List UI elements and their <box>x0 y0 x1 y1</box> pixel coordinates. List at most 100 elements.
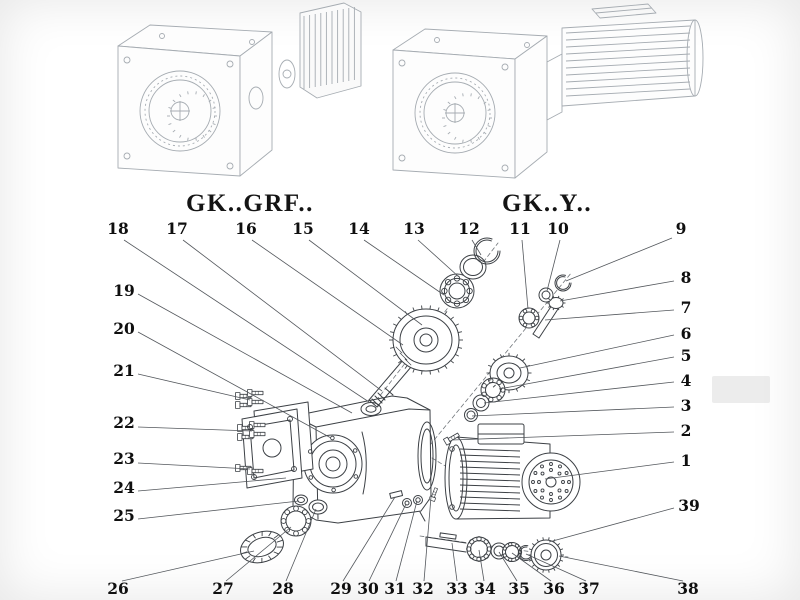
leader-line-32 <box>423 496 432 582</box>
input-gear <box>392 308 460 372</box>
leader-line-19 <box>137 293 353 414</box>
leader-line-17 <box>182 239 383 392</box>
leader-line-35 <box>498 551 518 582</box>
bearing-balls <box>502 542 523 562</box>
leader-line-30 <box>368 503 407 582</box>
callout-37: 37 <box>578 579 600 598</box>
leader-line-20 <box>137 331 332 439</box>
callout-33: 33 <box>446 579 468 598</box>
boss-bolt-holes <box>307 435 359 493</box>
callout-7: 7 <box>681 298 692 317</box>
leader-line-12 <box>471 239 482 256</box>
leader-line-13 <box>417 239 460 278</box>
callout-8: 8 <box>681 268 692 287</box>
leader-line-10 <box>546 239 561 292</box>
lower-bearing-set <box>240 494 328 564</box>
leader-line-4 <box>483 381 675 404</box>
assembled-drawing-y <box>392 3 704 179</box>
leader-line-24 <box>137 477 287 492</box>
input-bearing <box>439 273 475 309</box>
callout-20: 20 <box>113 319 135 338</box>
callout-19: 19 <box>113 281 135 300</box>
callout-12: 12 <box>458 219 480 238</box>
gear-teeth-grf <box>167 91 217 141</box>
bolt-holes-grf <box>123 33 255 170</box>
leader-line-27 <box>225 526 292 582</box>
callout-35: 35 <box>508 579 530 598</box>
callout-24: 24 <box>113 478 135 497</box>
leader-line-14 <box>363 239 445 296</box>
exploded-view <box>235 237 581 571</box>
leader-line-5 <box>498 356 675 390</box>
leader-line-29 <box>342 496 396 582</box>
leader-line-6 <box>519 334 675 369</box>
callout-numbers: 1234567891011121314151617181920212223242… <box>107 219 700 598</box>
assembled-drawing-grf <box>117 2 362 177</box>
bevel-gear-set <box>464 355 529 422</box>
leader-line-15 <box>308 239 423 326</box>
callout-3: 3 <box>681 396 692 415</box>
leader-line-36 <box>511 552 552 582</box>
gear-housing <box>292 395 437 524</box>
callout-6: 6 <box>681 324 692 343</box>
roller-ring-rollers <box>240 531 284 563</box>
callout-21: 21 <box>113 361 135 380</box>
fan-cover <box>521 452 581 512</box>
leader-line-21 <box>137 373 251 401</box>
edge-artifact <box>712 376 770 403</box>
leader-line-3 <box>471 406 675 417</box>
detail-decorations <box>123 7 691 573</box>
leader-line-16 <box>251 239 404 346</box>
callout-11: 11 <box>509 219 531 238</box>
callout-13: 13 <box>403 219 425 238</box>
flange-holes <box>247 416 455 510</box>
output-gear-teeth <box>528 537 564 573</box>
callout-14: 14 <box>348 219 370 238</box>
axis-motor <box>431 457 453 471</box>
variant-label-gk-grf: GK..GRF.. <box>186 190 314 217</box>
motor-fins-drawing <box>565 25 691 97</box>
bearing-balls <box>518 308 540 328</box>
callout-4: 4 <box>681 371 692 390</box>
callout-9: 9 <box>676 219 687 238</box>
callout-36: 36 <box>543 579 565 598</box>
callout-38: 38 <box>677 579 699 598</box>
cover-plates <box>241 401 314 489</box>
leader-line-38 <box>558 555 684 582</box>
callout-2: 2 <box>681 421 692 440</box>
callout-23: 23 <box>113 449 135 468</box>
terminal-box <box>591 3 657 19</box>
leader-line-1 <box>544 461 675 480</box>
callout-26: 26 <box>107 579 129 598</box>
fan-cover-holes <box>537 468 565 496</box>
fan-cover-holes <box>531 462 571 502</box>
leader-line-18 <box>123 239 370 403</box>
variant-label-gk-y: GK..Y.. <box>502 190 593 217</box>
leader-lines <box>121 237 684 582</box>
callout-31: 31 <box>384 579 406 598</box>
bolt-holes-y <box>398 37 530 172</box>
callout-18: 18 <box>107 219 129 238</box>
pinion-shaft-set <box>518 274 572 339</box>
leader-line-33 <box>451 542 458 582</box>
callout-28: 28 <box>272 579 294 598</box>
bevel-gear-teeth <box>486 352 532 394</box>
callout-39: 39 <box>678 496 700 515</box>
leader-line-8 <box>559 280 675 302</box>
leader-line-7 <box>544 309 675 321</box>
leader-line-23 <box>137 462 251 470</box>
callout-5: 5 <box>681 346 692 365</box>
callout-32: 32 <box>412 579 434 598</box>
leader-line-37 <box>525 553 587 582</box>
bearing-balls <box>466 536 492 562</box>
output-shaft-set <box>425 532 562 571</box>
leader-line-31 <box>395 500 418 582</box>
electric-motor <box>444 423 581 520</box>
leader-line-22 <box>137 426 253 432</box>
bore-circle <box>139 70 221 152</box>
callout-16: 16 <box>235 219 257 238</box>
leader-line-9 <box>565 237 673 282</box>
leader-line-11 <box>521 239 529 310</box>
motor-fins <box>459 448 521 512</box>
